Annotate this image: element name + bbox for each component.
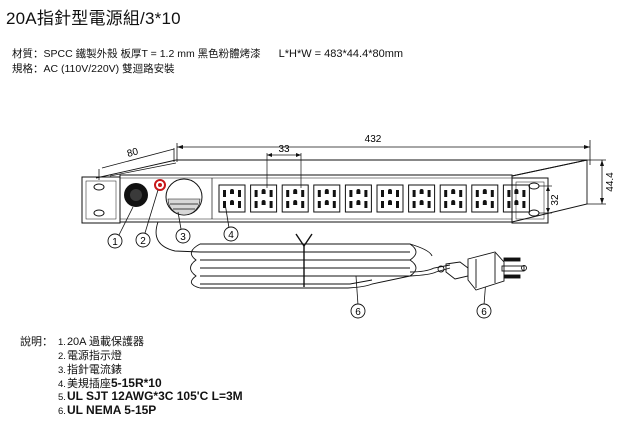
note-text: 電源指示燈 <box>66 350 122 362</box>
svg-text:4: 4 <box>228 230 234 241</box>
svg-text:1: 1 <box>112 237 118 248</box>
callout-1: 1 <box>107 233 123 249</box>
note-number: 4. <box>58 379 66 390</box>
callout-3: 3 <box>175 228 191 244</box>
spec-material-text: 材質：SPCC 鐵製外殼 板厚T = 1.2 mm 黑色粉體烤漆 <box>12 48 261 60</box>
outlet-receptacle <box>344 184 372 213</box>
spec-electrical: 規格：AC (110V/220V) 雙迴路安裝 <box>12 63 175 75</box>
dimension-mount: 32 <box>539 185 561 214</box>
outlet-receptacle <box>218 184 246 213</box>
outlet-receptacle <box>250 184 278 213</box>
note-number: 5. <box>58 392 66 403</box>
note-text: 美規插座 <box>66 378 111 390</box>
svg-text:6: 6 <box>481 307 487 318</box>
svg-text:6: 6 <box>355 307 361 318</box>
note-text: 20A 過載保護器 <box>66 336 144 348</box>
note-spec: 5-15R*10 <box>110 376 162 390</box>
outlet-receptacle <box>281 184 309 213</box>
note-number: 1. <box>58 337 66 348</box>
dimension-depth: 80 <box>98 146 175 180</box>
outlet-receptacle <box>439 184 467 213</box>
dimension-height-label: 44.4 <box>605 172 616 192</box>
notes-heading: 說明： <box>20 336 53 348</box>
note-spec: UL SJT 12AWG*3C 105'C L=3M <box>66 389 243 403</box>
dimension-mount-label: 32 <box>550 194 561 206</box>
note-item: 5.UL SJT 12AWG*3C 105'C L=3M <box>58 389 243 403</box>
page-title: 20A指針型電源組/3*10 <box>6 9 181 28</box>
power-cord <box>155 221 451 289</box>
note-item: 2.電源指示燈 <box>58 347 243 362</box>
callout-5: 6 <box>350 303 366 319</box>
dimension-height: 44.4 <box>587 159 616 205</box>
outlet-receptacle <box>313 184 341 213</box>
note-number: 3. <box>58 365 66 376</box>
rack-ear-left <box>81 176 121 224</box>
note-spec: UL NEMA 5-15P <box>66 403 157 417</box>
rack-body <box>95 159 588 223</box>
dimension-pitch-label: 33 <box>278 144 290 155</box>
ammeter-gauge <box>165 178 203 216</box>
dimension-pitch: 33 <box>266 144 302 188</box>
note-item: 3.指針電流錶 <box>58 361 243 376</box>
power-indicator-lamp <box>154 179 166 191</box>
callout-2: 2 <box>135 232 151 248</box>
dimension-length: 432 <box>176 134 591 165</box>
note-number: 2. <box>58 351 66 362</box>
note-text: 指針電流錶 <box>66 364 122 376</box>
spec-dimensions-text: L*H*W = 483*44.4*80mm <box>278 48 404 60</box>
dimension-depth-label: 80 <box>126 146 140 160</box>
circuit-breaker <box>124 183 148 207</box>
nema-plug <box>437 251 527 291</box>
outlet-receptacle <box>471 184 499 213</box>
spec-material: 材質：SPCC 鐵製外殼 板厚T = 1.2 mm 黑色粉體烤漆 L*H*W = … <box>12 46 403 61</box>
note-item: 6.UL NEMA 5-15P <box>58 403 243 417</box>
note-number: 6. <box>58 406 66 417</box>
svg-text:2: 2 <box>140 236 146 247</box>
outlet-row <box>218 184 530 213</box>
outlet-receptacle <box>376 184 404 213</box>
dimension-length-label: 432 <box>365 134 382 145</box>
callout-6: 6 <box>476 303 492 319</box>
note-item: 4.美規插座5-15R*10 <box>58 375 243 390</box>
svg-text:3: 3 <box>180 232 186 243</box>
outlet-receptacle <box>502 184 530 213</box>
note-item: 1.20A 過載保護器 <box>58 333 243 348</box>
outlet-receptacle <box>408 184 436 213</box>
callout-4: 4 <box>223 226 239 242</box>
